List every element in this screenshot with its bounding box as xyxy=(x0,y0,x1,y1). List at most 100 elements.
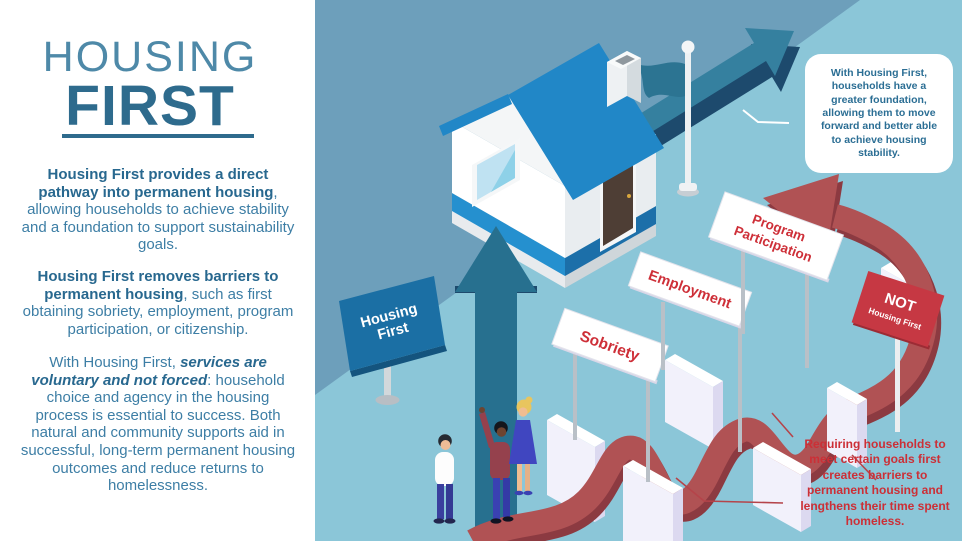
isometric-scene: Housing First xyxy=(315,0,962,541)
paragraph-pathway: Housing First provides a direct pathway … xyxy=(20,166,296,254)
paragraph-services-prefix: With Housing First, xyxy=(49,354,181,371)
forward-arrow-icon xyxy=(609,28,800,167)
billboard-edge xyxy=(350,345,447,377)
dress xyxy=(509,420,537,464)
sign-post xyxy=(573,352,577,440)
sign-post xyxy=(741,248,745,334)
warning-connector-line xyxy=(771,412,794,438)
billboard-face xyxy=(339,276,445,371)
sign-board xyxy=(851,270,945,348)
torso xyxy=(435,452,454,486)
shoe xyxy=(444,518,456,524)
shoe xyxy=(433,518,445,524)
torso xyxy=(490,442,510,480)
left-text-panel: HOUSING FIRST Housing First provides a d… xyxy=(0,0,315,541)
leg xyxy=(446,484,453,519)
wall-block xyxy=(665,354,723,449)
leg xyxy=(503,478,510,517)
sign-post xyxy=(805,262,809,368)
sign-post xyxy=(661,302,665,370)
leg xyxy=(437,484,444,519)
shoe xyxy=(523,490,533,496)
paragraph-pathway-rest: , allowing households to achieve stabili… xyxy=(21,183,295,254)
sign-post xyxy=(895,336,900,432)
sign-sobriety: Sobriety xyxy=(551,307,669,482)
wall-block xyxy=(623,460,683,541)
chimney-side xyxy=(627,51,641,103)
person-woman xyxy=(509,396,537,496)
wall-top xyxy=(623,460,683,494)
wall-top xyxy=(753,442,811,475)
raised-arm xyxy=(479,412,495,448)
house-base-left xyxy=(452,193,565,276)
house-wall-window xyxy=(452,121,565,258)
paragraph-services-rest: : household choice and agency in the hou… xyxy=(20,371,296,495)
paragraph-pathway-bold: Housing First provides a direct pathway … xyxy=(38,166,274,201)
paragraph-barriers-bold: Housing First removes barriers to perman… xyxy=(37,268,279,303)
hand xyxy=(479,407,485,413)
sign-board xyxy=(707,191,845,281)
house-plinth-right xyxy=(565,222,656,288)
chimney-hole xyxy=(615,55,635,65)
wall-end xyxy=(857,399,867,468)
illustration-area: Housing First xyxy=(315,0,962,541)
billboard-housing-first: Housing First xyxy=(339,276,447,405)
pole-base xyxy=(679,183,697,191)
sign-post xyxy=(646,372,650,482)
shoe xyxy=(490,518,502,524)
title-first: FIRST xyxy=(65,74,235,138)
page-title: HOUSING FIRST xyxy=(0,33,300,138)
window-icon xyxy=(477,144,515,200)
window-glint xyxy=(491,150,515,192)
door-knob xyxy=(627,194,631,198)
arrow-head xyxy=(455,226,537,292)
callout-housing-stability: With Housing First, households have a gr… xyxy=(805,54,953,174)
shoe xyxy=(514,490,524,496)
billboard-post-base xyxy=(375,395,400,405)
billboard-text-line2: First xyxy=(376,320,411,344)
wall-front xyxy=(665,360,713,449)
pole-ball xyxy=(681,40,695,54)
face xyxy=(518,407,528,417)
paragraph-services-bold-italic: services are voluntary and not forced xyxy=(31,354,267,389)
sign-not-housing-first: NOT Housing First xyxy=(851,270,945,432)
billboard-post xyxy=(384,356,391,398)
leg xyxy=(525,464,530,491)
warning-connector-line xyxy=(675,477,784,504)
sign-program-participation: Program Participation xyxy=(707,191,845,368)
forward-arrow-shadow xyxy=(615,44,800,167)
chimney xyxy=(607,51,641,107)
face xyxy=(496,427,507,437)
title-underline xyxy=(62,134,254,138)
forward-arrow xyxy=(609,28,794,151)
paragraph-barriers-rest: , such as first obtaining sobriety, empl… xyxy=(22,285,294,338)
roof-fascia xyxy=(439,94,512,136)
paragraph-services: With Housing First, services are volunta… xyxy=(20,354,296,495)
wall-block xyxy=(753,442,811,532)
wall-front xyxy=(623,466,673,541)
wall-front xyxy=(753,448,801,532)
wall-top xyxy=(665,354,723,387)
warning-connector-line xyxy=(851,454,877,481)
sign-post xyxy=(738,322,742,452)
leg xyxy=(517,464,522,491)
wall-end xyxy=(801,469,811,532)
wall-end xyxy=(673,488,683,541)
callout-connector-white xyxy=(742,109,790,124)
wall-block xyxy=(827,382,867,468)
shoe xyxy=(502,516,514,522)
flag-pole xyxy=(637,40,699,197)
title-housing: HOUSING xyxy=(42,33,258,81)
person-man-white-shirt xyxy=(433,434,456,524)
door-icon xyxy=(603,162,633,246)
face xyxy=(440,440,451,450)
wall-top xyxy=(827,382,867,405)
wall-front xyxy=(827,388,857,468)
pole xyxy=(685,52,691,190)
wall-blocks-front xyxy=(623,382,867,541)
flag-icon xyxy=(637,62,685,98)
paragraph-barriers: Housing First removes barriers to perman… xyxy=(20,268,296,338)
sign-board xyxy=(627,251,753,327)
leg xyxy=(493,478,500,519)
